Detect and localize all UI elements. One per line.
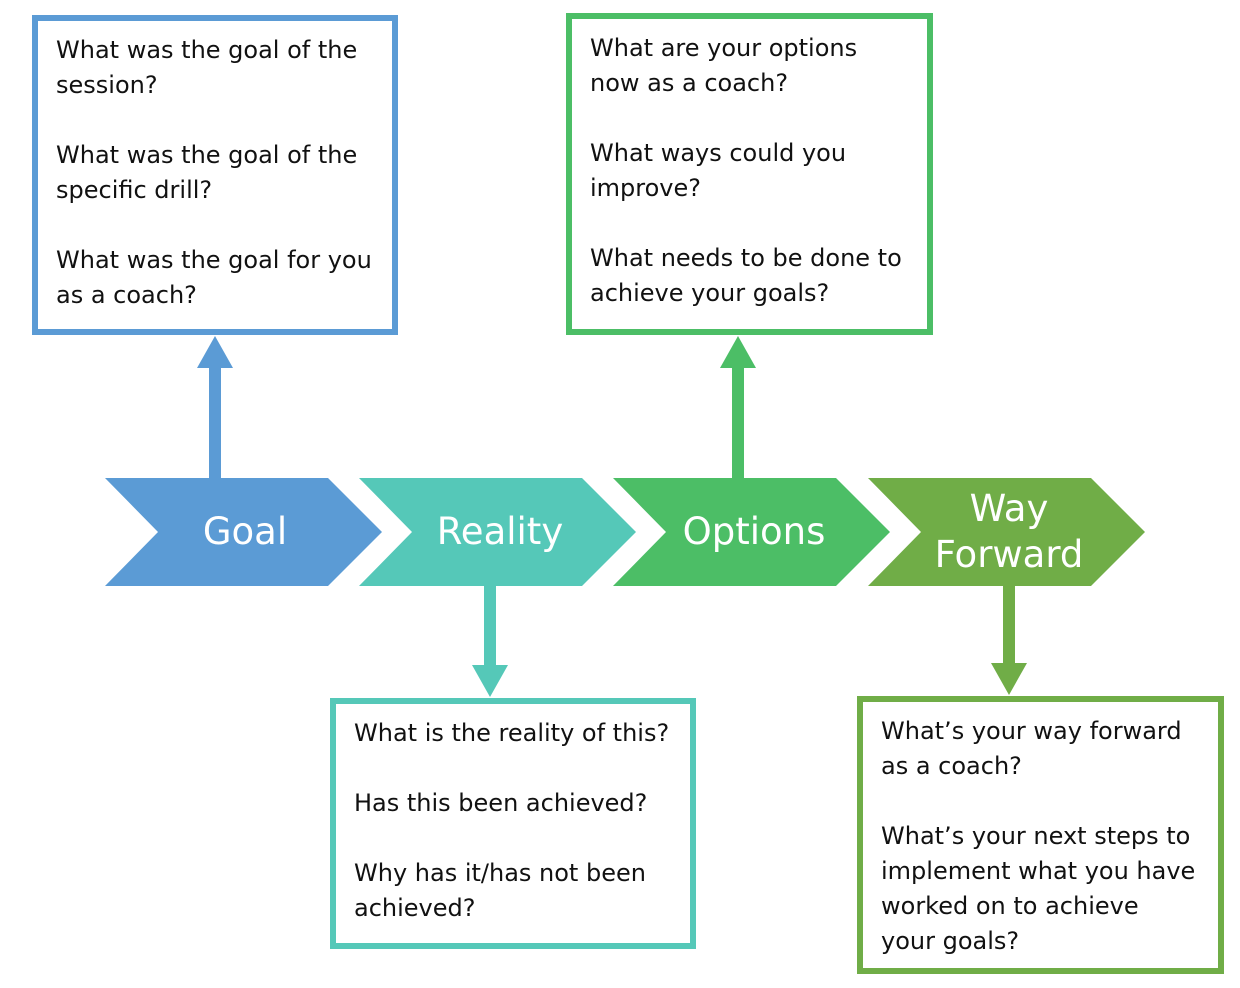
options-question: What needs to be done to achieve your go… [590,244,902,307]
reality-question: Why has it/has not been achieved? [354,859,646,922]
way-forward-chevron [868,478,1145,586]
goal-stage-label: Goal [202,510,288,553]
options-question: What ways could you improve? [590,139,847,202]
reality-question: Has this been achieved? [354,789,648,817]
way-forward-question: What’s your next steps to implement what… [881,822,1196,955]
reality-stage-label: Reality [436,510,564,553]
options-stage-label: Options [682,510,826,553]
goal-question: What was the goal of the session? [56,36,358,99]
reality-chevron [359,478,636,586]
goal-chevron [105,478,382,586]
options-arrow [720,336,756,478]
way-forward-questions-box: What’s your way forward as a coach? What… [857,696,1224,974]
goal-arrow [197,336,233,478]
goal-question: What was the goal for you as a coach? [56,246,372,309]
options-question: What are your options now as a coach? [590,34,858,97]
way-forward-stage-label: Way Forward [934,487,1084,576]
reality-questions-box: What is the reality of this? Has this be… [330,698,696,949]
reality-arrow [472,586,508,697]
goal-questions-box: What was the goal of the session? What w… [32,15,398,335]
way-forward-question: What’s your way forward as a coach? [881,717,1182,780]
options-questions-box: What are your options now as a coach? Wh… [566,13,933,335]
way-forward-arrow [991,586,1027,695]
options-chevron [613,478,890,586]
reality-question: What is the reality of this? [354,719,670,747]
goal-question: What was the goal of the specific drill? [56,141,358,204]
